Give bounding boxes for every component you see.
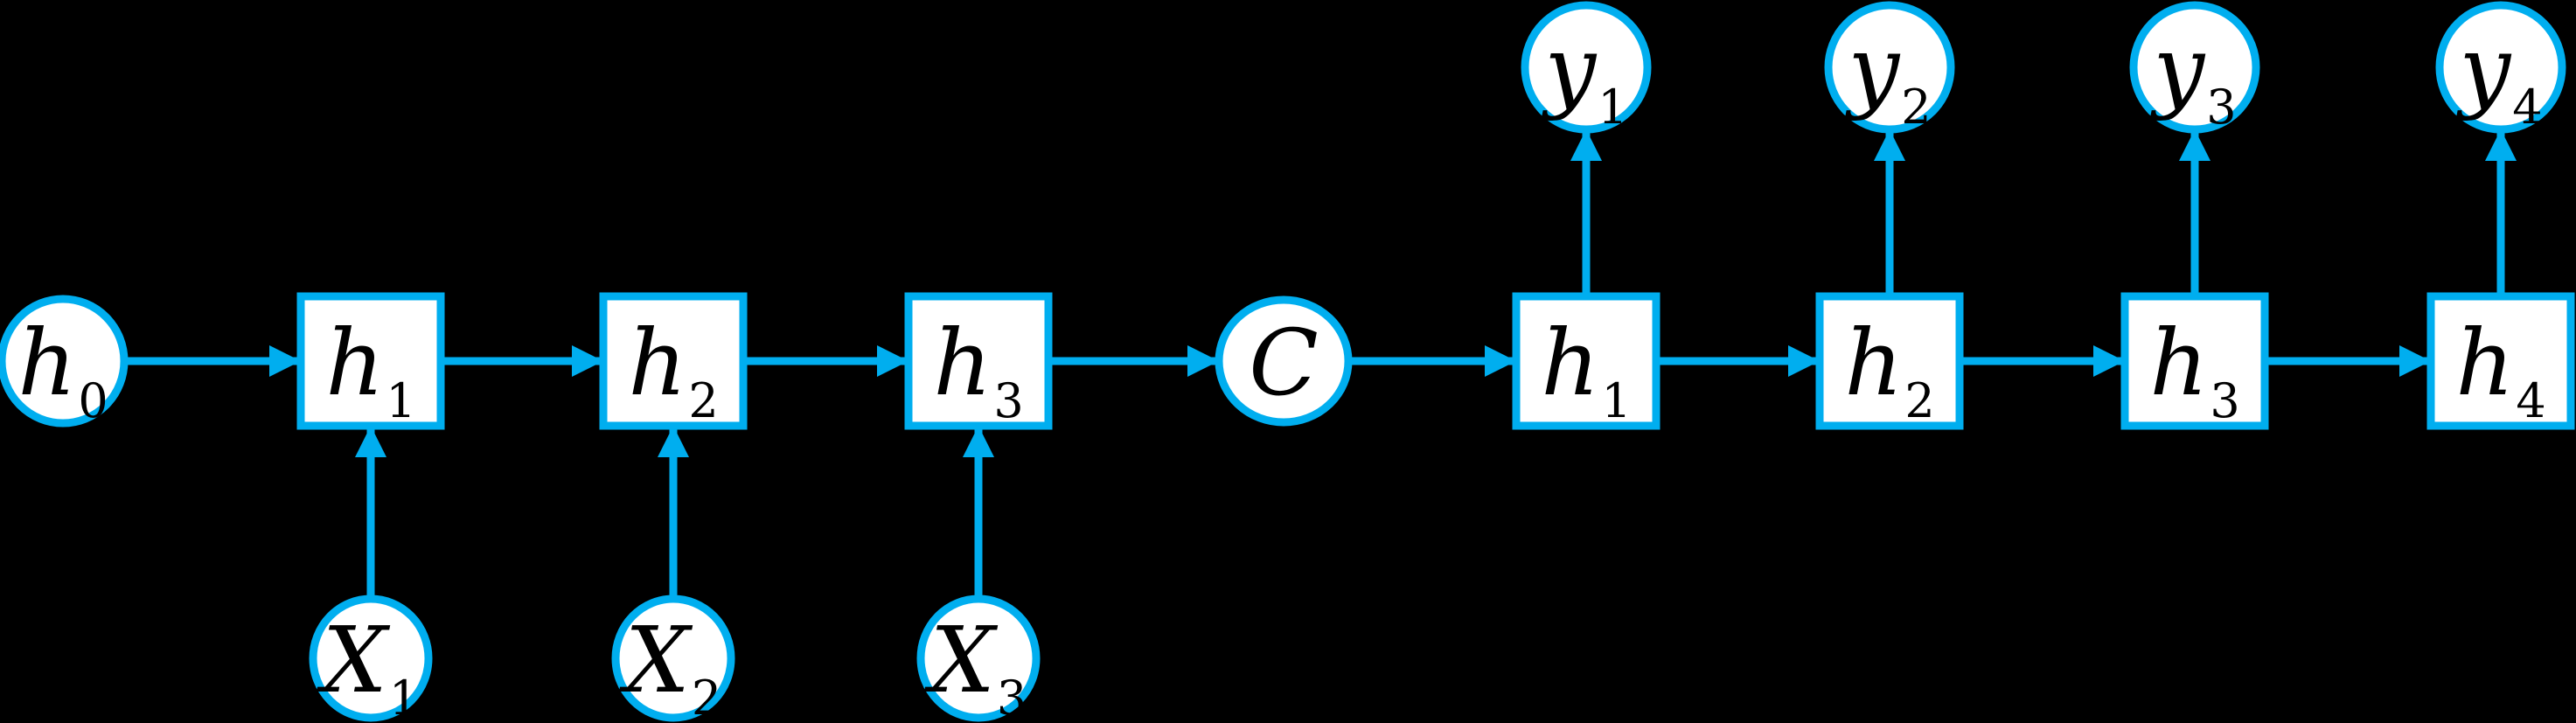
node-y4: y4 <box>2435 1 2566 135</box>
node-dec-h2-box <box>1815 292 1964 430</box>
node-x3: X3 <box>916 594 1041 723</box>
node-h0-circle <box>0 295 129 428</box>
node-x2-circle <box>611 594 735 722</box>
node-y2-label: y2 <box>1844 16 1931 135</box>
node-y2-circle <box>1824 1 1955 134</box>
node-c-circle <box>1215 295 1353 427</box>
node-c: C <box>1215 295 1353 427</box>
node-enc-h1-box <box>296 292 445 430</box>
node-h0-label: h0 <box>17 309 108 428</box>
node-y1-circle <box>1521 1 1652 134</box>
node-dec-h2: h2 <box>1815 292 1964 430</box>
node-enc-h1-label: h1 <box>325 309 415 428</box>
node-dec-h1-box <box>1512 292 1660 430</box>
node-x3-label: X3 <box>924 607 1027 723</box>
node-h0: h0 <box>0 295 129 428</box>
node-enc-h2-box <box>599 292 748 430</box>
node-dec-h1-label: h1 <box>1541 309 1631 428</box>
node-dec-h3-label: h3 <box>2149 309 2239 428</box>
node-y3: y3 <box>2129 1 2260 135</box>
node-dec-h4: h4 <box>2426 292 2575 430</box>
node-dec-h2-label: h2 <box>1844 309 1934 428</box>
node-y1-label: y1 <box>1541 16 1627 135</box>
node-dec-h3: h3 <box>2120 292 2269 430</box>
node-c-label: C <box>1249 309 1319 416</box>
node-y1: y1 <box>1521 1 1652 135</box>
node-y2: y2 <box>1824 1 1955 135</box>
node-y4-circle <box>2435 1 2566 134</box>
node-y3-label: y3 <box>2149 16 2236 135</box>
node-y4-label: y4 <box>2455 16 2542 135</box>
node-dec-h1: h1 <box>1512 292 1660 430</box>
node-enc-h1: h1 <box>296 292 445 430</box>
node-x3-circle <box>916 594 1041 722</box>
node-y3-circle <box>2129 1 2260 134</box>
node-enc-h2-label: h2 <box>628 309 718 428</box>
node-x2-label: X2 <box>619 607 721 723</box>
node-enc-h3: h3 <box>904 292 1053 430</box>
node-dec-h4-label: h4 <box>2455 309 2545 428</box>
node-enc-h3-box <box>904 292 1053 430</box>
node-x1-circle <box>309 594 433 722</box>
node-enc-h2: h2 <box>599 292 748 430</box>
node-x2: X2 <box>611 594 735 723</box>
node-enc-h3-label: h3 <box>933 309 1023 428</box>
node-dec-h3-box <box>2120 292 2269 430</box>
node-x1: X1 <box>309 594 433 723</box>
node-x1-label: X1 <box>317 607 419 723</box>
node-dec-h4-box <box>2426 292 2575 430</box>
